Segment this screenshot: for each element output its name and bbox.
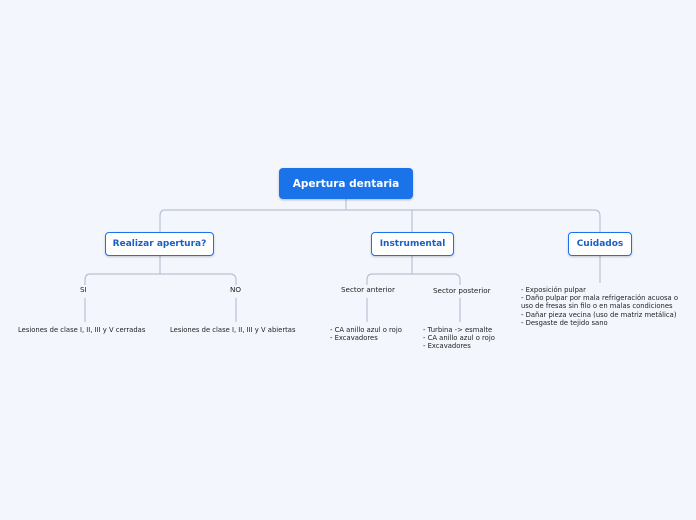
subnode-sector-posterior[interactable]: Sector posterior — [433, 286, 491, 295]
root-node-label: Apertura dentaria — [292, 177, 400, 190]
connector-instrumental — [366, 256, 461, 285]
leaf-line: - Dañar pieza vecina (uso de matriz metá… — [521, 310, 677, 319]
leaf-line: Lesiones de clase I, II, III y V cerrada… — [18, 326, 146, 334]
branch-node-realizar-apertura[interactable]: Realizar apertura? — [105, 232, 214, 256]
connector-realizar — [84, 256, 237, 285]
branch-node-instrumental[interactable]: Instrumental — [371, 232, 454, 256]
leaf-line: uso de fresas sin filo o en malas condic… — [521, 302, 673, 311]
leaf-anterior-detail[interactable]: - CA anillo azul o rojo - Excavadores — [330, 326, 402, 342]
subnode-label: Sector anterior — [341, 285, 395, 294]
leaf-line: - Daño pulpar por mala refrigeración acu… — [521, 294, 679, 303]
branch-node-label: Realizar apertura? — [112, 239, 207, 249]
leaf-line: - Turbina -> esmalte — [423, 326, 493, 334]
leaf-cuidados-detail[interactable]: - Exposición pulpar - Daño pulpar por ma… — [521, 286, 678, 327]
leaf-line: - Desgaste de tejido sano — [521, 318, 608, 327]
subnode-si[interactable]: SI — [80, 285, 87, 294]
subnode-no[interactable]: NO — [230, 285, 241, 294]
subnode-label: NO — [230, 285, 242, 294]
leaf-si-detail[interactable]: Lesiones de clase I, II, III y V cerrada… — [18, 326, 145, 334]
subnode-label: Sector posterior — [433, 286, 491, 295]
leaf-posterior-detail[interactable]: - Turbina -> esmalte - CA anillo azul o … — [423, 326, 495, 351]
leaf-no-detail[interactable]: Lesiones de clase I, II, III y V abierta… — [170, 326, 296, 334]
leaf-line: - CA anillo azul o rojo — [330, 326, 402, 334]
subnode-label: SI — [80, 285, 87, 294]
leaf-line: - Exposición pulpar — [521, 286, 586, 294]
branch-node-cuidados[interactable]: Cuidados — [568, 232, 632, 256]
leaf-line: - Excavadores — [423, 342, 471, 351]
branch-node-label: Cuidados — [576, 239, 624, 249]
root-node-apertura-dentaria[interactable]: Apertura dentaria — [279, 168, 413, 199]
branch-node-label: Instrumental — [379, 239, 446, 249]
leaf-line: - CA anillo azul o rojo — [423, 334, 495, 343]
leaf-line: - Excavadores — [330, 334, 378, 343]
subnode-sector-anterior[interactable]: Sector anterior — [341, 285, 395, 294]
connector-root-branches — [159, 199, 601, 232]
leaf-line: Lesiones de clase I, II, III y V abierta… — [170, 326, 296, 334]
